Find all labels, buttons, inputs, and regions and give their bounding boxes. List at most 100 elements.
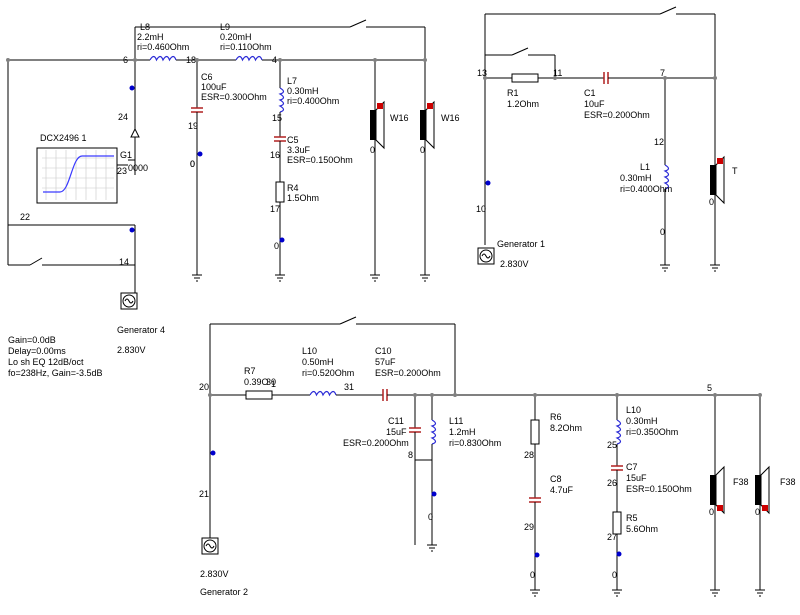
node-label: 26: [607, 478, 617, 488]
node-label: 22: [20, 212, 30, 222]
dcx2496-plot[interactable]: [36, 147, 128, 204]
label-R6-value: 8.2Ohm: [550, 423, 582, 433]
label-W16-a: W16: [390, 113, 409, 123]
speaker-F38-a[interactable]: [710, 465, 725, 515]
label-R6: R6: [550, 412, 562, 422]
resistor-R7[interactable]: [245, 390, 273, 400]
inductor-L1[interactable]: [663, 164, 670, 190]
label-delay: Delay=0.00ms: [8, 346, 66, 356]
label-R1: R1: [507, 88, 519, 98]
resistor-R1[interactable]: [511, 73, 539, 83]
label-C10-esr: ESR=0.200Ohm: [375, 368, 441, 378]
label-R4: R4: [287, 183, 299, 193]
node-label: 30: [266, 377, 276, 387]
resistor-R4[interactable]: [275, 181, 285, 203]
inductor-L11[interactable]: [430, 419, 437, 445]
label-L1: L1: [640, 162, 650, 172]
node-numbers: 6 18 4 24 19 0 15 16 17 13 11 7 12 10 23…: [20, 55, 760, 580]
labels: L8 2.2mH ri=0.460Ohm L9 0.20mH ri=0.110O…: [8, 22, 796, 597]
speaker-F38-b[interactable]: [755, 465, 770, 515]
node-label: 0: [755, 507, 760, 517]
label-L9-value: 0.20mH: [220, 32, 252, 42]
node-label: 12: [654, 137, 664, 147]
label-C1-esr: ESR=0.200Ohm: [584, 110, 650, 120]
label-L7-ri: ri=0.400Ohm: [287, 96, 339, 106]
node-label: 5: [707, 383, 712, 393]
speaker-W16-a[interactable]: [370, 100, 385, 150]
label-L10-shunt: L10: [626, 405, 641, 415]
node-label: 17: [270, 204, 280, 214]
node-label: 31: [344, 382, 354, 392]
node-label: 0: [709, 197, 714, 207]
node-label: 0: [709, 507, 714, 517]
node-label: 24: [118, 112, 128, 122]
node-label: 18: [186, 55, 196, 65]
resistor-R5[interactable]: [612, 511, 622, 535]
label-generator-2-voltage: 2.830V: [200, 569, 229, 579]
speaker-W16-b[interactable]: [420, 100, 435, 150]
label-generator-4: Generator 4: [117, 325, 165, 335]
label-W16-b: W16: [441, 113, 460, 123]
label-C11-value: 15uF: [386, 427, 407, 437]
node-label: 23: [117, 166, 127, 176]
node-label: 7: [660, 68, 665, 78]
node-label: 14: [119, 257, 129, 267]
label-L1-ri: ri=0.400Ohm: [620, 184, 672, 194]
label-G1: G1: [120, 150, 132, 160]
label-C6: C6: [201, 72, 213, 82]
node-label: 0: [190, 159, 195, 169]
label-C5: C5: [287, 135, 299, 145]
label-L10-shunt-ri: ri=0.350Ohm: [626, 427, 678, 437]
node-label: 0: [370, 145, 375, 155]
label-L10-series-value: 0.50mH: [302, 357, 334, 367]
circuit-midrange: [201, 316, 770, 597]
label-generator-2: Generator 2: [200, 587, 248, 597]
node-label: 8: [408, 450, 413, 460]
resistor-R6[interactable]: [530, 419, 540, 445]
probe-markers: [129, 85, 622, 558]
node-label: 0: [428, 512, 433, 522]
label-L8-value: 2.2mH: [137, 32, 164, 42]
label-F38-b: F38: [780, 477, 796, 487]
label-C10-value: 57uF: [375, 357, 396, 367]
label-C6-esr: ESR=0.300Ohm: [201, 92, 267, 102]
node-label: 0: [274, 241, 279, 251]
label-L7: L7: [287, 76, 297, 86]
label-C10: C10: [375, 346, 392, 356]
inductor-L10-shunt[interactable]: [615, 419, 622, 445]
label-L10-series-ri: ri=0.520Ohm: [302, 368, 354, 378]
node-label: 28: [524, 450, 534, 460]
node-label: 0: [660, 227, 665, 237]
label-C5-esr: ESR=0.150Ohm: [287, 155, 353, 165]
node-label: 4: [272, 55, 277, 65]
inductor-L10-series[interactable]: [309, 390, 337, 397]
label-gain: Gain=0.0dB: [8, 335, 56, 345]
label-C6-value: 100uF: [201, 82, 227, 92]
node-label: 16: [270, 150, 280, 160]
label-R5: R5: [626, 513, 638, 523]
label-dcx: DCX2496 1: [40, 133, 87, 143]
node-label: 10: [476, 204, 486, 214]
node-label: 11: [553, 68, 562, 78]
node-label: 13: [477, 68, 487, 78]
label-R5-value: 5.6Ohm: [626, 524, 658, 534]
node-label: 0: [190, 159, 195, 169]
inductor-L7[interactable]: [278, 87, 285, 113]
node-label: 27: [607, 532, 617, 542]
node-label: 0: [612, 570, 617, 580]
node-label: 20: [199, 382, 209, 392]
inductor-L9[interactable]: [235, 55, 263, 62]
label-C1: C1: [584, 88, 596, 98]
node-label: 1: [271, 379, 276, 389]
label-C7-value: 15uF: [626, 473, 647, 483]
inductor-L8[interactable]: [149, 55, 177, 62]
speaker-T[interactable]: [710, 155, 725, 205]
label-C8-value: 4.7uF: [550, 485, 574, 495]
label-R1-value: 1.2Ohm: [507, 99, 539, 109]
node-label: 6: [123, 55, 128, 65]
label-L7-value: 0.30mH: [287, 86, 319, 96]
node-label: 25: [607, 440, 617, 450]
label-R4-value: 1.5Ohm: [287, 193, 319, 203]
label-L10-shunt-value: 0.30mH: [626, 416, 658, 426]
